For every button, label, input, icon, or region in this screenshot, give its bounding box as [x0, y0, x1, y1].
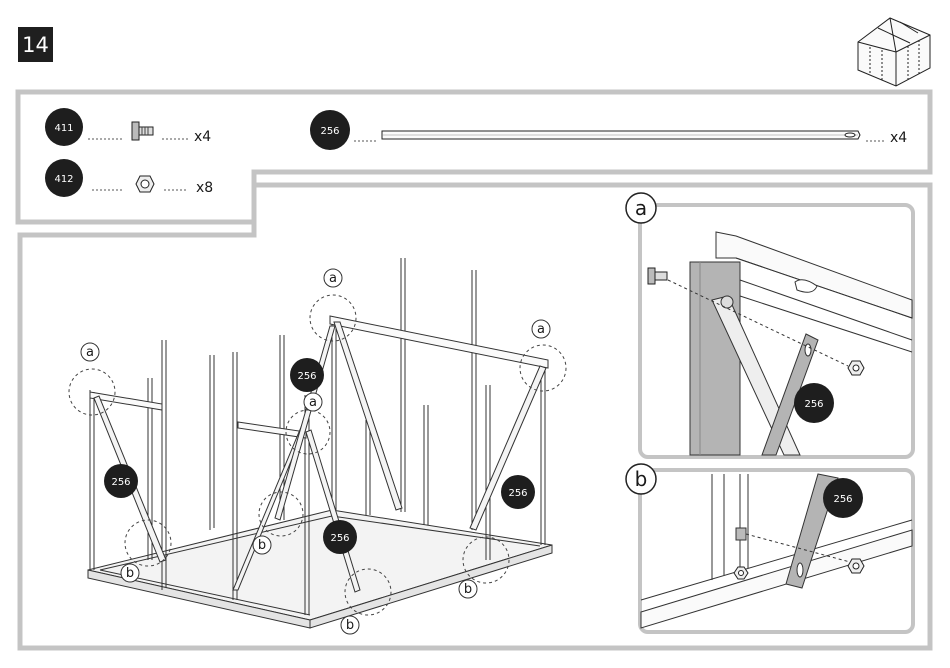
letter-a: a: [86, 345, 94, 360]
letter-a: a: [309, 395, 317, 410]
detail-a-panel: 256 a: [626, 193, 913, 457]
greenhouse-frame-drawing: [88, 258, 552, 628]
part-label: 256: [297, 371, 316, 382]
nut-icon: [136, 176, 154, 192]
part-qty: x4: [890, 130, 907, 146]
part-412-row: 412 x8: [45, 159, 213, 197]
letter-a: a: [537, 322, 545, 337]
part-label: 256: [111, 477, 130, 488]
letter-a: a: [329, 271, 337, 286]
greenhouse-icon: [858, 18, 930, 86]
part-label: 256: [508, 488, 527, 499]
bolt-icon: [132, 122, 153, 140]
letter-b: b: [258, 538, 266, 553]
detail-letter: b: [635, 467, 648, 491]
parts-panel: [18, 92, 930, 222]
part-id: 411: [54, 123, 73, 134]
brace-bar-icon: [382, 131, 860, 139]
letter-b: b: [126, 566, 134, 581]
detail-b-panel: 256 b: [626, 464, 913, 632]
part-label: 256: [804, 399, 823, 410]
part-id: 412: [54, 174, 73, 185]
part-id: 256: [320, 126, 339, 137]
letter-b: b: [464, 582, 472, 597]
part-label: 256: [833, 494, 852, 505]
part-label: 256: [330, 533, 349, 544]
detail-letter: a: [635, 196, 647, 220]
part-qty: x4: [194, 129, 211, 145]
nut-icon: [848, 361, 864, 375]
part-411-row: 411 x4: [45, 108, 211, 146]
part-qty: x8: [196, 180, 213, 196]
nut-icon: [848, 559, 864, 573]
part-256-row: 256 x4: [310, 110, 907, 150]
letter-b: b: [346, 618, 354, 633]
